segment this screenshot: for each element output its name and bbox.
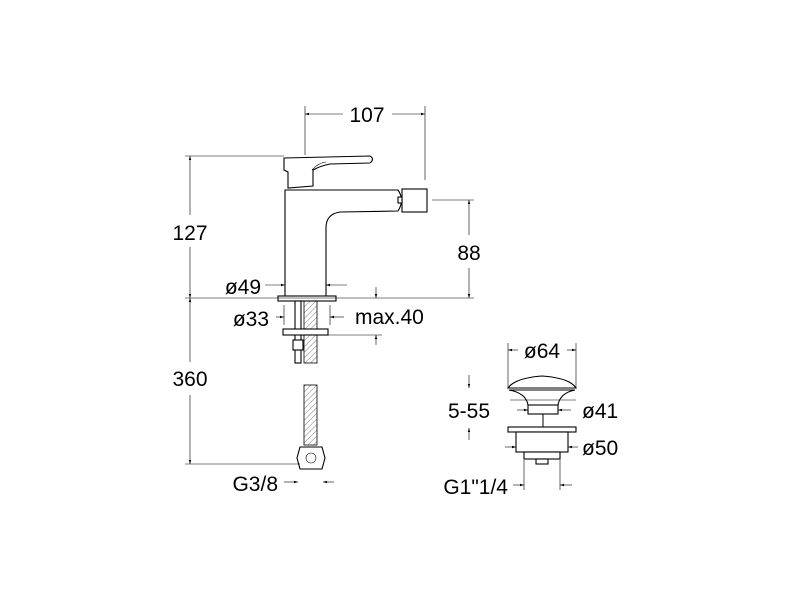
mixer-dimensions: 107 127 88 ø49 ø33 max.40 360 G3/8 bbox=[172, 104, 480, 496]
fixing-plate bbox=[282, 328, 329, 336]
waste-cap bbox=[506, 375, 577, 389]
base-diameter-dimension: ø49 bbox=[225, 276, 261, 299]
hole-diameter-dimension: ø33 bbox=[233, 308, 269, 331]
mixer-body bbox=[284, 189, 403, 297]
hose-length-dimension: 360 bbox=[172, 368, 207, 391]
flange-diameter-dimension: ø50 bbox=[582, 437, 618, 460]
mixer-lever bbox=[283, 155, 374, 189]
pop-up-waste bbox=[506, 375, 577, 465]
base-plate bbox=[277, 295, 337, 302]
flexible-hose-bottom bbox=[303, 384, 318, 446]
hose-nut bbox=[296, 446, 326, 470]
waste-body bbox=[515, 431, 569, 453]
cap-diameter-dimension: ø64 bbox=[524, 340, 561, 363]
waste-dimensions: ø64 ø41 ø50 5-55 G1"1/4 bbox=[443, 340, 618, 499]
waste-flange bbox=[507, 426, 577, 433]
spout-nozzle bbox=[401, 188, 428, 213]
waste-thread-label: G1"1/4 bbox=[443, 476, 508, 499]
stem-diameter-dimension: ø41 bbox=[582, 400, 618, 423]
deck-thickness-dimension: max.40 bbox=[355, 306, 424, 329]
height-dimension: 127 bbox=[172, 222, 207, 245]
connection-thread-label: G3/8 bbox=[232, 473, 278, 496]
spout-height-dimension: 88 bbox=[457, 242, 480, 265]
adjustment-range-dimension: 5-55 bbox=[448, 400, 490, 423]
width-dimension: 107 bbox=[349, 104, 384, 127]
bidet-mixer bbox=[277, 155, 428, 470]
